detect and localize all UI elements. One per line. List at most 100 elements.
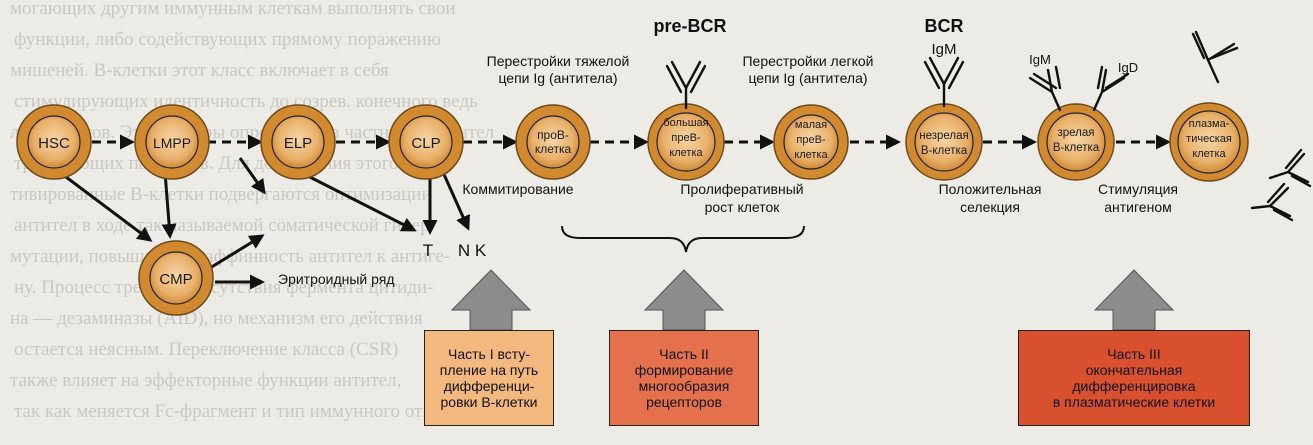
light-chain-label-2: цепи Ig (антитела) <box>748 70 867 86</box>
arrow-elp-t <box>299 170 417 232</box>
immature-b-cell: незрелая В-клетка <box>905 103 983 181</box>
secreted-antibody-3-icon <box>1250 182 1294 222</box>
part1-arrow-icon <box>450 269 532 331</box>
plasma-cell: плазма- тическая клетка <box>1169 102 1249 182</box>
part2-line-3: многообразия <box>638 378 730 394</box>
cmp-label: CMP <box>159 271 192 288</box>
cells: HSC LMPP ELP CLP CMP проВ- клетка <box>16 102 1249 316</box>
part3-line-4: в плазматические клетки <box>1052 394 1216 410</box>
pre-bcr-receptor-icon <box>665 60 707 110</box>
receptors <box>665 30 1312 222</box>
commitment-label: Коммитирование <box>462 181 573 197</box>
arrow-clp-nk <box>440 169 470 231</box>
arrow-hsc-cmp <box>61 172 153 242</box>
lineage-arrows <box>61 134 1171 290</box>
background-text-line: стимулирующих идентичность до созрев. ко… <box>14 91 478 112</box>
positive-selection-label-2: селекция <box>960 199 1020 215</box>
small-pre-b-label-1: малая <box>795 119 827 131</box>
background-text-line: также влияет на эффекторные функции анти… <box>10 370 401 391</box>
part3-arrow-icon <box>1093 269 1175 331</box>
elp-label: ELP <box>284 135 312 152</box>
hsc-cell: HSC <box>16 104 92 180</box>
pro-b-cell: проВ- клетка <box>515 104 591 180</box>
clp-label: CLP <box>411 135 440 152</box>
proliferation-label-1: Пролиферативный <box>680 181 803 197</box>
background-text-line: мишеней. В-клетки этот класс включает в … <box>10 60 389 81</box>
heavy-chain-label-1: Перестройки тяжелой <box>487 53 630 69</box>
part1-line-4: ровки В-клетки <box>440 394 538 410</box>
arrow-cmp-up <box>209 234 265 270</box>
elp-cell: ELP <box>260 104 336 180</box>
lmpp-label: LMPP <box>153 135 191 151</box>
small-pre-b-label-3: клетка <box>794 149 828 161</box>
part-arrows <box>450 269 1175 331</box>
part3-line-3: дифференцировка <box>1072 378 1196 394</box>
part3-line-2: окончательная <box>1085 362 1183 378</box>
part1-box: Часть I всту- пление на путь дифференци-… <box>424 330 554 426</box>
proliferation-label-2: рост клеток <box>705 199 781 215</box>
small-pre-b-label-2: преВ- <box>796 134 826 146</box>
large-pre-b-label-2: преВ- <box>671 132 701 144</box>
background-text-line: так как меняется Fc-фрагмент и тип иммун… <box>14 401 457 422</box>
lmpp-cell: LMPP <box>134 104 210 180</box>
plasma-label-3: клетка <box>1192 148 1226 160</box>
background-text: могающих другим иммунным клеткам выполня… <box>10 0 495 422</box>
igm-mature-label: IgM <box>1029 52 1051 67</box>
part2-arrow-icon <box>643 269 725 331</box>
large-pre-b-label-1: большая <box>663 117 708 129</box>
igm-bcr-label: IgM <box>931 41 956 58</box>
igm-receptor-icon <box>1028 65 1062 112</box>
large-pre-b-label-3: клетка <box>669 147 703 159</box>
plasma-label-2: тическая <box>1186 133 1232 145</box>
light-chain-label-1: Перестройки легкой <box>742 53 873 69</box>
background-text-line: могающих другим иммунным клеткам выполня… <box>10 0 456 19</box>
part3-box: Часть III окончательная дифференцировка … <box>1018 330 1250 426</box>
clp-cell: CLP <box>388 104 464 180</box>
part2-line-1: Часть II <box>659 346 709 362</box>
antigen-stimulation-label-1: Стимуляция <box>1098 181 1178 197</box>
heavy-chain-label-2: цепи Ig (антитела) <box>498 70 617 86</box>
igd-mature-label: IgD <box>1118 60 1138 75</box>
secreted-antibody-2-icon <box>1268 148 1312 188</box>
labels: pre-BCR BCR IgM IgM IgD Перестройки тяже… <box>278 16 1178 287</box>
positive-selection-label-1: Положительная <box>939 181 1042 197</box>
pro-b-label-1: проВ- <box>537 128 569 142</box>
igd-receptor-icon <box>1092 65 1130 112</box>
background-text-line: функции, либо содействующих прямому пора… <box>14 29 441 50</box>
mature-b-label-2: В-клетка <box>1053 142 1100 154</box>
immature-b-label-2: В-клетка <box>921 145 968 157</box>
nk-label: N K <box>458 241 487 260</box>
t-label: T <box>423 241 433 260</box>
secreted-antibody-1-icon <box>1191 30 1239 84</box>
immature-b-label-1: незрелая <box>919 130 969 142</box>
arrow-lmpp-down <box>238 157 266 195</box>
part2-box: Часть II формирование многообразия рецеп… <box>609 330 759 426</box>
part2-line-4: рецепторов <box>646 394 722 410</box>
pro-b-label-2: клетка <box>535 142 572 156</box>
part1-line-3: дифференци- <box>443 378 535 394</box>
proliferation-brace <box>561 225 805 253</box>
background-text-line: остается неясным. Переключение класса (C… <box>14 339 398 360</box>
bcr-receptor-icon <box>923 56 965 108</box>
large-pre-b-cell: большая преВ- клетка <box>647 103 725 181</box>
cmp-cell: CMP <box>138 240 214 316</box>
background-text-line: ну. Процесс требует присутствия фермента… <box>14 277 434 298</box>
part1-line-1: Часть I всту- <box>447 346 530 362</box>
part1-line-2: пление на путь <box>439 362 539 378</box>
bcr-label: BCR <box>925 16 964 36</box>
background-text-line: тивированные В-клетки подвергаются оптим… <box>10 184 432 205</box>
hsc-label: HSC <box>38 135 70 152</box>
part3-line-1: Часть III <box>1107 346 1161 362</box>
background-text-line: на — дезаминазы (AID), но механизм его д… <box>10 308 423 329</box>
background-text-line: антител в ходе так называемой соматическ… <box>14 215 436 236</box>
erythroid-label: Эритроидный ряд <box>278 271 395 287</box>
small-pre-b-cell: малая преВ- клетка <box>773 104 849 180</box>
mature-b-cell: зрелая В-клетка <box>1037 103 1115 181</box>
pre-bcr-label: pre-BCR <box>653 16 726 36</box>
arrow-lmpp-cmp <box>161 171 177 239</box>
part2-line-2: формирование <box>634 362 734 378</box>
mature-b-label-1: зрелая <box>1057 127 1094 139</box>
antigen-stimulation-label-2: антигеном <box>1104 199 1171 215</box>
